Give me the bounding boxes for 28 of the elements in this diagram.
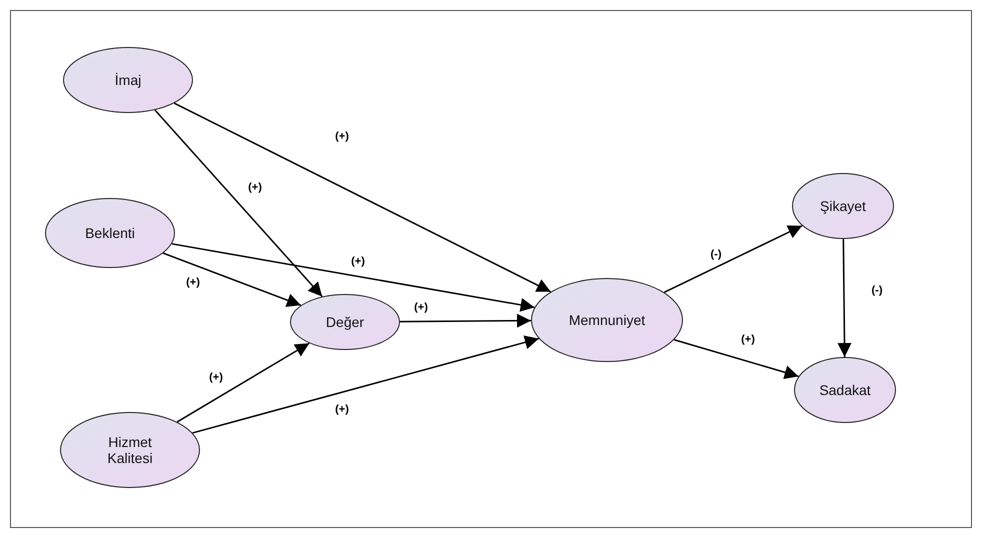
edge-label: (+) (335, 404, 349, 416)
edge-label: (+) (414, 302, 428, 314)
arrow (154, 110, 323, 298)
node-label: Değer (326, 314, 364, 330)
node-label: Memnuniyet (568, 312, 646, 328)
edge-label: (+) (741, 334, 755, 346)
arrow (400, 314, 532, 328)
arrow (838, 239, 852, 357)
edge-label: (+) (335, 132, 349, 142)
arrow (176, 342, 310, 423)
arrow (174, 102, 552, 292)
arrow (674, 339, 799, 380)
construct-ellipse (290, 294, 400, 350)
arrow (664, 225, 802, 294)
edge-label: (+) (351, 256, 365, 268)
node-label: Sadakat (819, 382, 871, 398)
edge-label: (+) (209, 372, 223, 384)
arrow (192, 336, 540, 434)
edge-label: (+) (248, 182, 262, 194)
edge-label: (-) (710, 250, 722, 260)
edge-label: (+) (186, 278, 200, 288)
node-label: Şikayet (820, 198, 866, 214)
node-label: İmaj (114, 72, 142, 88)
edge-label: (-) (872, 286, 882, 296)
node-label: Hizmet Kalitesi (106, 434, 154, 466)
node-label: Beklenti (85, 225, 135, 241)
arrow (172, 243, 535, 312)
arrow (162, 252, 302, 307)
